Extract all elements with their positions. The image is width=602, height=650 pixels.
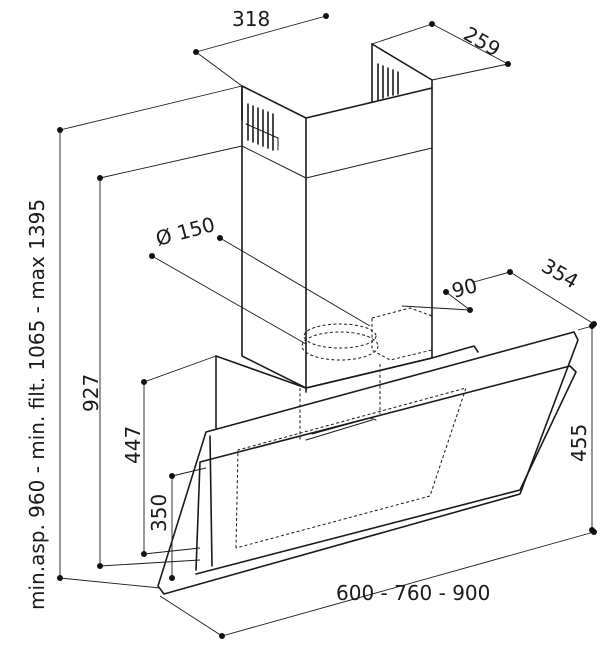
chimney-left-face (241, 85, 307, 389)
hood-top (215, 345, 479, 389)
chimney-top-right (371, 43, 433, 89)
label-259: 259 (460, 22, 505, 62)
label-455: 455 (567, 424, 591, 462)
vent-grille-left (247, 103, 274, 151)
dimension-lines (57, 13, 597, 639)
internal-frame (235, 387, 467, 549)
label-90: 90 (449, 273, 480, 303)
handle-slot (305, 419, 373, 441)
label-widths: 600 - 760 - 900 (336, 581, 490, 605)
glass-panel-outer (157, 331, 579, 595)
label-350: 350 (147, 494, 171, 532)
label-447: 447 (121, 426, 145, 464)
chimney-inner-left (245, 123, 279, 151)
chimney-joint (241, 145, 433, 179)
label-318: 318 (232, 7, 270, 31)
duct-outlet (301, 307, 433, 361)
hood-body (157, 331, 579, 595)
label-total-height: min.asp. 960 - min. filt. 1065 - max 139… (25, 199, 49, 610)
chimney (241, 43, 433, 389)
vent-grille-right (377, 63, 399, 101)
chimney-front-face (305, 87, 433, 389)
label-duct-diameter: Ø 150 (153, 212, 217, 251)
glass-edge (209, 435, 213, 567)
label-927: 927 (79, 374, 103, 412)
chimney-top-edges (241, 43, 373, 121)
label-354: 354 (538, 254, 583, 294)
glass-panel-inner (195, 365, 577, 575)
